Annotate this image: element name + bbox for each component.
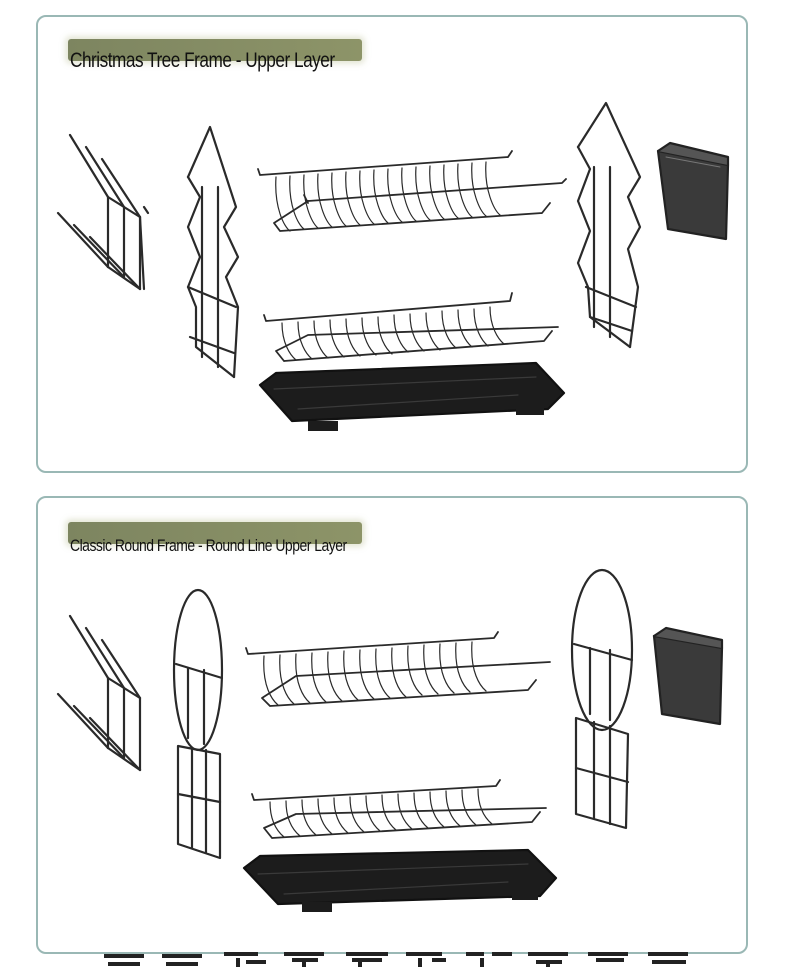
product-parts-illustration xyxy=(56,101,730,431)
panel-christmas-tree-frame: Christmas Tree Frame - Upper Layer xyxy=(36,15,748,473)
upper-plate-rack xyxy=(245,631,551,707)
cutting-board-holder xyxy=(56,614,142,772)
utensil-holder-cup xyxy=(652,626,724,726)
panel-title: Classic Round Frame - Round Line Upper L… xyxy=(70,536,347,555)
utensil-holder-cup xyxy=(656,141,730,241)
lower-plate-rack xyxy=(251,779,547,839)
clipped-caption-glyphs xyxy=(104,952,688,967)
product-parts-illustration xyxy=(56,568,724,912)
christmas-tree-side-frame-right xyxy=(576,101,642,349)
upper-plate-rack xyxy=(257,150,567,232)
christmas-tree-side-frame-left xyxy=(186,125,240,379)
title-highlight-bar xyxy=(68,39,362,61)
round-side-frame-right xyxy=(570,568,634,830)
drip-tray xyxy=(258,361,566,431)
title-highlight-bar xyxy=(68,522,362,544)
panel-classic-round-frame: Classic Round Frame - Round Line Upper L… xyxy=(36,496,748,954)
cutting-board-holder xyxy=(56,133,150,291)
round-side-frame-left xyxy=(172,588,224,860)
panel-title: Christmas Tree Frame - Upper Layer xyxy=(70,49,335,72)
lower-plate-rack xyxy=(263,292,559,362)
drip-tray xyxy=(242,848,558,912)
